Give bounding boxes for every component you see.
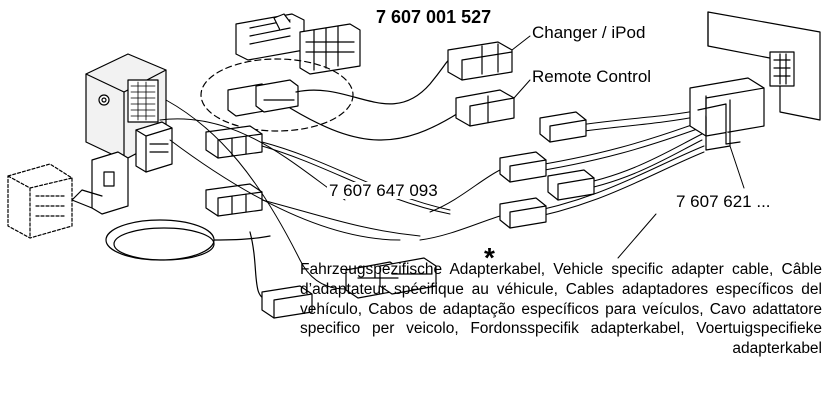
remote-leader [513,79,531,99]
lower-split-connector [249,231,313,319]
adapter-feed-wires [419,169,501,241]
bottom-connector-pair [345,257,437,299]
dashboard-panel [707,11,821,121]
adapter-highlight-ellipse [200,58,354,132]
remote-control-label: Remote Control [532,67,652,86]
changer-ipod-label: Changer / iPod [532,23,646,42]
top-connector-stack [235,13,361,75]
adapter-plug-4 [499,197,547,229]
mid-connector-lower [205,183,263,217]
adapter-part-number: 7 607 647 093 [327,181,440,200]
adapter-plug-2 [499,151,547,183]
remote-cable [289,107,461,141]
note-leader [617,213,657,259]
iso-connector-block [135,121,173,173]
vehicle-connector-housing [689,77,765,151]
main-cable-part-number: 7 607 001 527 [376,7,492,27]
mounting-bracket [71,151,129,215]
changer-plug [447,41,513,81]
coiled-cable [105,219,271,261]
adapter-connector-pair [227,79,299,117]
vehicle-adapter-part-number: 7 607 621 ... [676,192,771,211]
note-asterisk: * [484,242,495,273]
remote-plug [455,89,515,127]
optional-unit-dashed [7,163,73,239]
housing-leader [729,145,745,189]
vehicle-adapter-note: Fahrzeugspezifische Adapterka­bel, Vehic… [300,261,822,358]
changer-cable [295,57,453,105]
changer-leader [511,35,531,51]
adapter-plug-3 [547,169,595,201]
mid-connector-upper [205,125,263,159]
adapter-plug-1 [539,111,587,143]
